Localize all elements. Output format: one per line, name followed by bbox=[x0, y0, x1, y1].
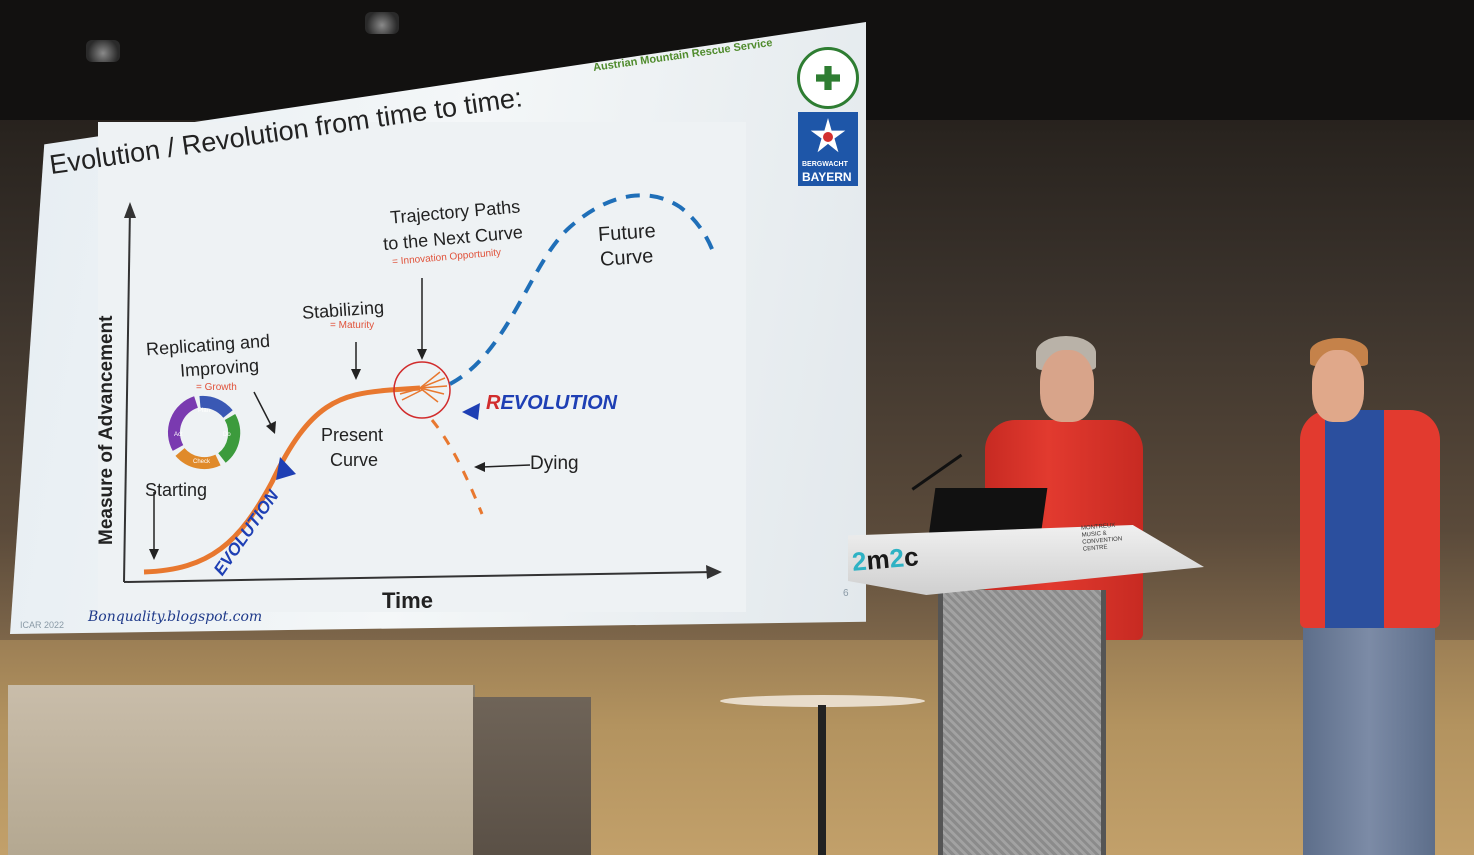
pdca-cycle: Plan Do Check Act bbox=[168, 395, 241, 470]
presenter-2-vest bbox=[1300, 410, 1440, 628]
diagram-panel bbox=[98, 122, 746, 612]
edelweiss-icon bbox=[810, 118, 846, 153]
x-axis-label: Time bbox=[382, 588, 433, 613]
revolution-rest: EVOLUTION bbox=[500, 392, 618, 414]
bergwacht-text: BERGWACHT bbox=[802, 161, 848, 168]
bar-table-leg bbox=[818, 705, 826, 855]
pdca-plan: Plan bbox=[198, 408, 210, 414]
label-future: Future bbox=[597, 220, 657, 246]
label-maturity: = Maturity bbox=[330, 320, 375, 331]
evolution-arrowhead bbox=[276, 457, 296, 480]
lectern-body bbox=[938, 590, 1106, 855]
y-axis bbox=[123, 207, 131, 583]
ceiling-spotlight bbox=[86, 40, 120, 62]
stage-panel-dark bbox=[473, 697, 591, 855]
mountain-rescue-logo bbox=[797, 47, 859, 109]
laptop bbox=[928, 488, 1048, 536]
ceiling-spotlight bbox=[365, 12, 399, 34]
bayern-text: BAYERN bbox=[802, 170, 852, 184]
pdca-check: Check bbox=[193, 459, 211, 465]
label-present-curve: Curve bbox=[330, 450, 379, 470]
label-dying: Dying bbox=[530, 453, 579, 474]
stage-panel bbox=[8, 685, 475, 855]
slide-diagram: Plan Do Check Act bbox=[98, 122, 746, 612]
label-revolution: REVOLUTION bbox=[486, 392, 617, 415]
footer-event: ICAR 2022 bbox=[20, 620, 65, 630]
y-axis-arrow bbox=[124, 202, 136, 218]
pdca-act: Act bbox=[174, 432, 183, 438]
presenter-2-jeans bbox=[1303, 620, 1435, 855]
venue-logo: 2m2c bbox=[850, 541, 920, 577]
presenter-1-head bbox=[1040, 350, 1094, 422]
revolution-circle bbox=[393, 361, 451, 419]
future-curve bbox=[449, 193, 717, 386]
revolution-arrowhead bbox=[462, 403, 480, 420]
venue-name: MONTREUX MUSIC & CONVENTION CENTRE bbox=[1080, 522, 1123, 553]
x-axis-arrow bbox=[706, 565, 722, 579]
y-axis-label: Measure of Advancement bbox=[96, 315, 117, 545]
label-present: Present bbox=[321, 425, 384, 445]
present-curve bbox=[143, 385, 421, 575]
arrow-replicating bbox=[253, 391, 273, 428]
footer-source: Bonquality.blogspot.com bbox=[88, 609, 263, 625]
slide-page-number: 6 bbox=[843, 588, 849, 599]
dying-curve bbox=[430, 419, 484, 515]
label-future-curve: Curve bbox=[599, 245, 655, 271]
label-starting: Starting bbox=[145, 480, 208, 500]
pdca-do: Do bbox=[223, 432, 231, 438]
label-growth: = Growth bbox=[196, 382, 237, 393]
revolution-first-letter: R bbox=[486, 392, 501, 414]
trajectory-fibers bbox=[399, 371, 448, 403]
bar-table-top bbox=[720, 695, 925, 707]
bergwacht-logo: BERGWACHT BAYERN bbox=[798, 112, 858, 186]
arrow-dying bbox=[481, 464, 531, 468]
presenter-2-head bbox=[1312, 350, 1364, 422]
x-axis bbox=[123, 571, 715, 583]
